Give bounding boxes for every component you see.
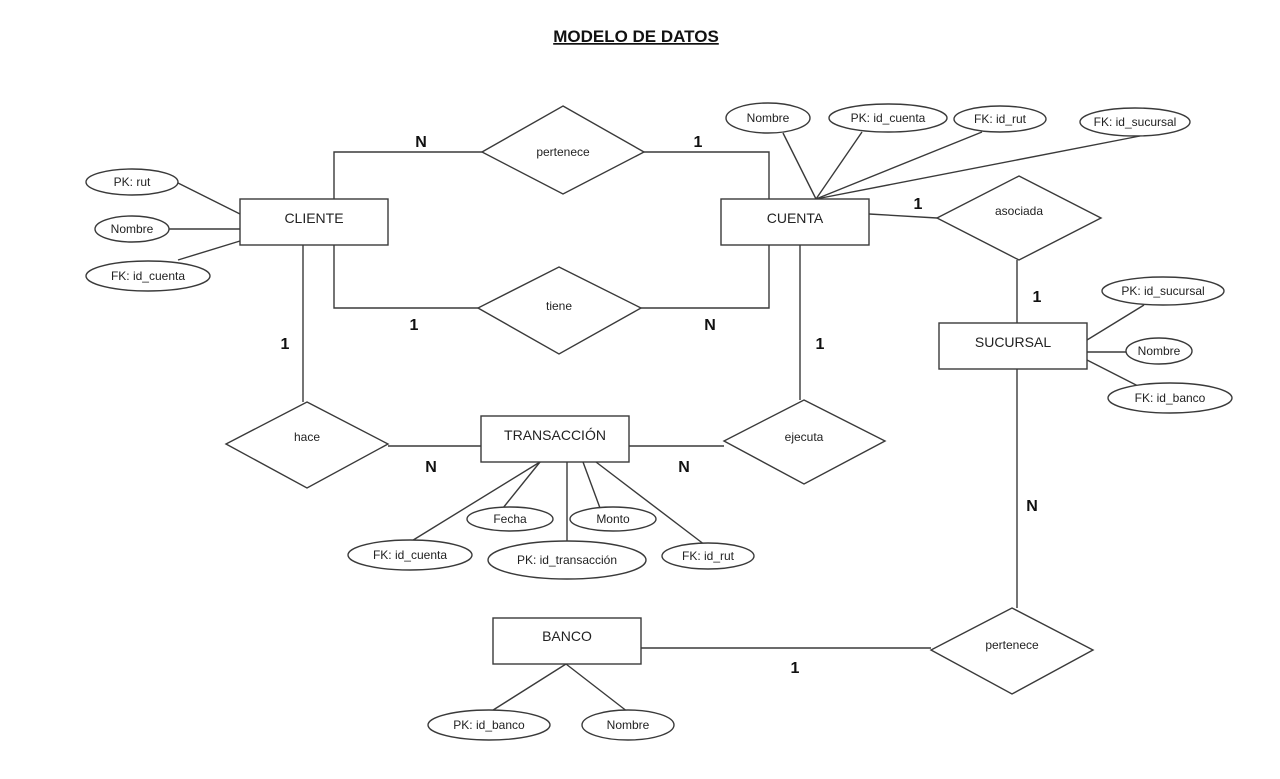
cardinality-tiene-cliente: 1 [410, 317, 419, 334]
attribute-cuenta-fk-id-rut[interactable]: FK: id_rut [953, 105, 1047, 133]
entity-cuenta[interactable]: CUENTA [720, 198, 870, 246]
line-cliente-pertenece [333, 151, 482, 199]
attribute-sucursal-fk-id-banco[interactable]: FK: id_banco [1107, 382, 1233, 414]
attribute-cuenta-pk-id-cuenta[interactable]: PK: id_cuenta [828, 103, 948, 133]
diagram-title: MODELO DE DATOS [553, 27, 719, 46]
attribute-label: Nombre [1138, 344, 1181, 358]
line-trans-fk-id-cuenta [409, 461, 541, 543]
entity-banco[interactable]: BANCO [492, 617, 642, 665]
cardinality-pertenece-cuenta: 1 [694, 134, 703, 151]
attribute-label: FK: id_cuenta [111, 269, 185, 283]
attribute-trans-pk-id-transaccion[interactable]: PK: id_transacción [487, 540, 647, 580]
attribute-cliente-fk-id-cuenta[interactable]: FK: id_cuenta [85, 260, 211, 292]
entity-label: BANCO [542, 628, 592, 644]
relationship-label: hace [294, 430, 320, 444]
attribute-label: Monto [596, 512, 630, 526]
relationship-asociada[interactable]: asociada [935, 175, 1103, 261]
attribute-label: FK: id_cuenta [373, 548, 447, 562]
attribute-label: Nombre [111, 222, 154, 236]
line-cuenta-nombre [782, 132, 817, 200]
attribute-label: FK: id_rut [682, 549, 735, 563]
attribute-label: PK: id_sucursal [1121, 284, 1204, 298]
cardinality-ejecuta-transaccion: N [678, 459, 690, 476]
cardinality-hace-transaccion: N [425, 459, 437, 476]
attribute-label: Nombre [607, 718, 650, 732]
relationship-label: pertenece [985, 638, 1039, 652]
attribute-label: PK: id_transacción [517, 553, 617, 567]
entity-cliente[interactable]: CLIENTE [239, 198, 389, 246]
relationship-hace[interactable]: hace [224, 401, 390, 489]
attribute-cliente-nombre[interactable]: Nombre [94, 215, 170, 243]
entity-label: CUENTA [767, 210, 824, 226]
line-cuenta-fk-id-rut [815, 131, 983, 200]
attribute-cuenta-nombre[interactable]: Nombre [725, 102, 811, 134]
attribute-trans-monto[interactable]: Monto [569, 506, 657, 532]
entity-transaccion[interactable]: TRANSACCIÓN [480, 415, 630, 463]
line-sucursal-fk-banco [1086, 359, 1141, 388]
cardinality-pertenece-cliente: N [415, 134, 427, 151]
connector-lines [168, 131, 1145, 713]
relationship-label: ejecuta [785, 430, 824, 444]
relationship-pertenece-top[interactable]: pertenece [480, 105, 646, 195]
cardinality-pertenece-banco: 1 [791, 660, 800, 677]
relationship-label: pertenece [536, 145, 590, 159]
line-cuenta-pk-id-cuenta [815, 131, 863, 200]
attribute-label: PK: rut [114, 175, 151, 189]
entity-sucursal[interactable]: SUCURSAL [938, 322, 1088, 370]
attribute-trans-fk-id-cuenta[interactable]: FK: id_cuenta [347, 539, 473, 571]
line-cuenta-fk-id-sucursal [815, 135, 1141, 200]
line-trans-fk-id-rut [595, 461, 706, 546]
entity-label: SUCURSAL [975, 334, 1051, 350]
line-sucursal-pk [1086, 304, 1145, 341]
attribute-trans-fecha[interactable]: Fecha [466, 506, 554, 532]
cardinality-asociada-sucursal: 1 [1033, 289, 1042, 306]
line-tiene-cuenta [641, 245, 770, 309]
attribute-banco-pk-id-banco[interactable]: PK: id_banco [427, 709, 551, 741]
line-cliente-fk-id-cuenta [177, 240, 241, 261]
entity-label: TRANSACCIÓN [504, 427, 606, 443]
line-trans-fecha [502, 461, 541, 509]
line-cliente-pk-rut [177, 182, 241, 215]
cardinality-asociada-cuenta: 1 [914, 196, 923, 213]
relationship-label: tiene [546, 299, 572, 313]
attribute-label: FK: id_sucursal [1094, 115, 1177, 129]
cardinality-ejecuta-cuenta: 1 [816, 336, 825, 353]
attribute-label: FK: id_banco [1135, 391, 1206, 405]
cardinality-tiene-cuenta: N [704, 317, 716, 334]
attribute-label: PK: id_banco [453, 718, 525, 732]
relationship-pertenece-bottom[interactable]: pertenece [929, 607, 1095, 695]
line-cliente-tiene [333, 245, 478, 309]
line-banco-pk [489, 663, 567, 713]
attribute-label: PK: id_cuenta [851, 111, 926, 125]
attribute-label: FK: id_rut [974, 112, 1027, 126]
attribute-label: Nombre [747, 111, 790, 125]
relationship-tiene[interactable]: tiene [476, 266, 643, 355]
attribute-banco-nombre[interactable]: Nombre [581, 709, 675, 741]
cardinality-labels: N 1 1 N 1 1 1 N 1 N N 1 [281, 134, 1042, 677]
line-banco-nombre [565, 663, 629, 713]
relationship-ejecuta[interactable]: ejecuta [722, 399, 887, 485]
attribute-label: Fecha [493, 512, 527, 526]
relationship-label: asociada [995, 204, 1043, 218]
attribute-cuenta-fk-id-sucursal[interactable]: FK: id_sucursal [1079, 107, 1191, 137]
line-trans-monto [582, 461, 601, 509]
attribute-trans-fk-id-rut[interactable]: FK: id_rut [661, 542, 755, 570]
attribute-cliente-pk-rut[interactable]: PK: rut [85, 168, 179, 196]
cardinality-hace-cliente: 1 [281, 336, 290, 353]
line-cuenta-asociada [868, 213, 938, 219]
attribute-sucursal-nombre[interactable]: Nombre [1125, 337, 1193, 365]
entity-label: CLIENTE [284, 210, 343, 226]
cardinality-pertenece-sucursal: N [1026, 498, 1038, 515]
attribute-sucursal-pk-id-sucursal[interactable]: PK: id_sucursal [1101, 276, 1225, 306]
line-pertenece-cuenta [644, 151, 770, 199]
